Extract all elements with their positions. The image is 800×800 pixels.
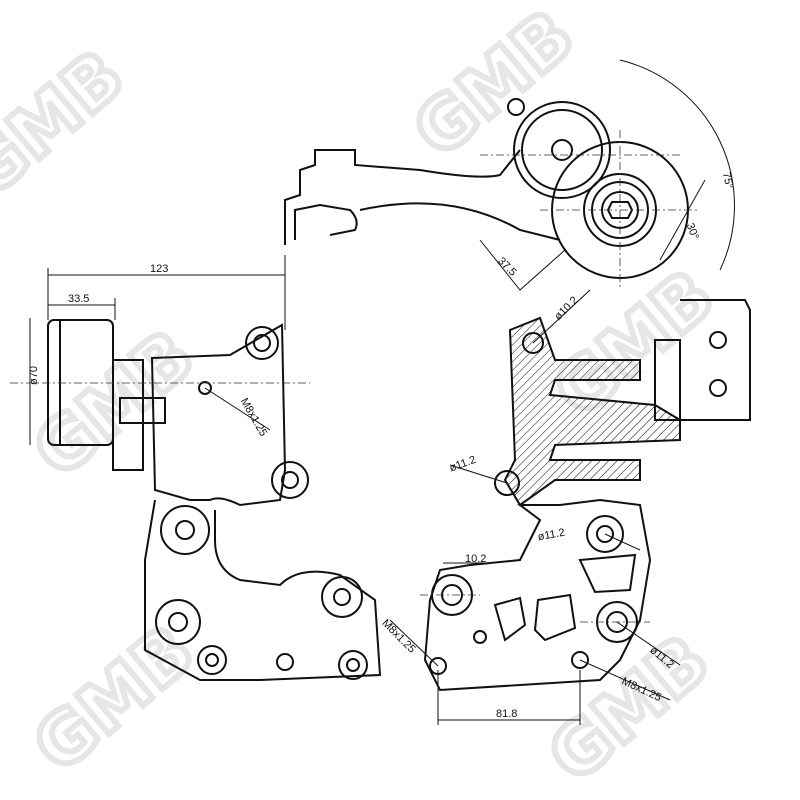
hole-mid-label: ø11.2 [448, 454, 478, 475]
svg-text:GMB: GMB [18, 609, 209, 788]
thread-left-label: M8x1.25 [238, 396, 269, 439]
pulley-diameter-label: ø70 [28, 366, 40, 385]
hole-width-label: 10.2 [465, 553, 486, 565]
pulley-offset-label: 33.5 [68, 293, 89, 305]
top-view-tensioner [284, 59, 735, 291]
svg-text:GMB: GMB [533, 619, 724, 798]
thread-bottom-left-label: M8x1.25 [379, 617, 417, 655]
watermark: GMB GMB GMB GMB GMB GMB [0, 0, 732, 800]
arm-length-label: 37.5 [495, 255, 519, 279]
hole-lower-label: ø11.2 [537, 527, 566, 544]
arm-angle-label: 30° [684, 222, 701, 242]
hole-top-label: ø10.2 [552, 294, 580, 322]
swing-angle-label: 75° [720, 171, 735, 190]
base-span-label: 81.8 [496, 708, 517, 720]
left-side-view [10, 255, 382, 681]
overall-width-label: 123 [150, 263, 168, 275]
svg-text:GMB: GMB [398, 0, 589, 173]
right-section-view [389, 289, 751, 725]
svg-text:GMB: GMB [0, 34, 139, 213]
